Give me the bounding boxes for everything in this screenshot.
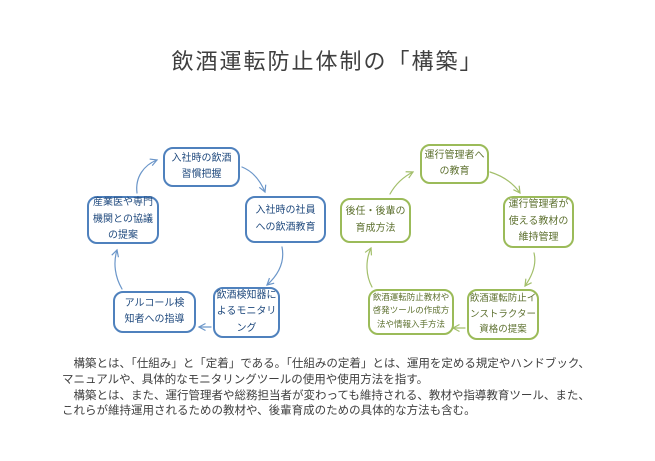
node-new-employee-education: 入社時の社員 への飲酒教育 xyxy=(245,196,326,243)
node-alcohol-detected-guidance: アルコール検 知者への指導 xyxy=(113,291,196,333)
arrow-consultation-to-intake xyxy=(136,158,159,194)
node-instructor-qualification: 飲酒運転防止イ ンストラクター 資格の提案 xyxy=(467,289,539,340)
arrow-new-employee-to-monitoring xyxy=(266,246,284,286)
arrow-materials-to-instructor xyxy=(524,252,536,288)
description-line: これらが維持運用されるための教材や、後輩育成のための具体的な方法も含む。 xyxy=(62,403,476,418)
node-intake-habit: 入社時の飲酒 習慣把握 xyxy=(163,147,240,187)
arrow-intake-to-new-employee xyxy=(241,166,267,194)
node-specialist-consultation: 産業医や専門 機関との協議 の提案 xyxy=(87,196,159,244)
page-title: 飲酒運転防止体制の「構築」 xyxy=(171,50,484,75)
description-paragraph: 構築とは、「仕組み」と「定着」である。「仕組みの定着」とは、運用を定める規定やハ… xyxy=(62,356,622,419)
description-line: 構築とは、また、運行管理者や総務担当者が変わっても維持される、教材や指導教育ツー… xyxy=(62,387,590,402)
arrow-guidance-to-consultation xyxy=(111,248,123,290)
node-materials-maintenance: 運行管理者が 使える教材の 維持管理 xyxy=(503,196,574,248)
arrow-manager-to-materials xyxy=(489,171,521,195)
node-successor-development: 後任・後輩の 育成方法 xyxy=(340,198,411,243)
node-manager-education: 運行管理者へ の教育 xyxy=(420,144,489,184)
description-line: マニュアルや、具体的なモニタリングツールの使用や使用方法を指す。 xyxy=(62,371,429,386)
node-breathalyzer-monitoring: 飲酒検知器に よるモニタリ ング xyxy=(213,287,280,338)
description-line: 構築とは、「仕組み」と「定着」である。「仕組みの定着」とは、運用を定める規定やハ… xyxy=(62,356,590,370)
arrow-creation-to-successor xyxy=(364,246,373,288)
node-materials-creation: 飲酒運転防止教材や 啓発ツールの作成方 法や情報入手方法 xyxy=(368,289,454,335)
arrow-successor-to-manager xyxy=(389,171,415,195)
